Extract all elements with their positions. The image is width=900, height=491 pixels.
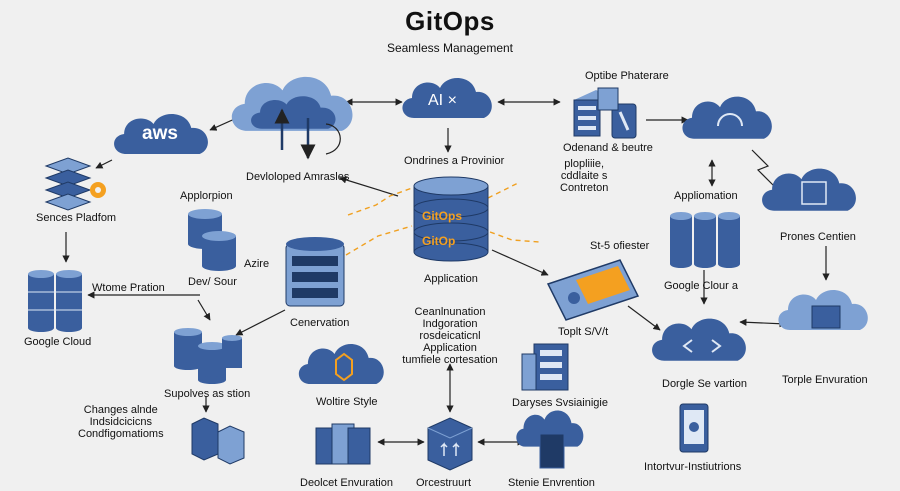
arrow-gitops-toplt <box>491 249 549 276</box>
developed-label: Devloloped Amrasles <box>246 171 350 183</box>
pipeline-label: plopliiie, cddlaite s Contreton <box>560 158 609 194</box>
arrow-aws-services <box>95 159 113 169</box>
gitops-database-icon <box>413 176 489 262</box>
wolitre-label: Woltire Style <box>316 396 378 408</box>
interturr-label: Intortvur-Instiutrions <box>644 461 742 473</box>
deolcet-docs-icon <box>315 423 371 465</box>
page-title: GitOps <box>405 6 495 36</box>
sync-arrows-icon <box>274 108 341 160</box>
aws-label: aws <box>142 123 178 144</box>
ondemand-label: Odenand & beutre <box>563 142 653 154</box>
optibe-server-icon <box>573 87 637 139</box>
ondrines-label: Ondrines a Provinior <box>404 155 505 167</box>
supolves-label: Supolves as stion <box>164 388 251 400</box>
dashed-left-bottom <box>345 225 413 256</box>
services-stack-icon <box>44 157 92 211</box>
torple-box-icon <box>811 305 841 329</box>
refresh-icon <box>717 113 743 127</box>
supolves-db-icon <box>174 328 242 384</box>
application-right-label: Appliomation <box>674 190 738 202</box>
arrow-toplt-dorgle <box>627 305 661 331</box>
torple-label: Torple Envuration <box>782 374 868 386</box>
daryses-label: Daryses Svsiainigie <box>512 397 608 409</box>
developed-cloud-icon <box>231 76 353 131</box>
dashed-connectors <box>345 181 541 256</box>
arrow-dev-gitops <box>339 176 399 197</box>
hexagon-icon <box>335 352 353 382</box>
dorgle-label: Dorgle Se vartion <box>662 378 747 390</box>
daryses-server-icon <box>521 343 569 391</box>
applorpion-db-icon <box>188 209 236 271</box>
dashed-right-top <box>487 181 521 199</box>
application-center-label: Application <box>424 273 478 285</box>
dashed-right-bottom <box>489 231 541 243</box>
optibe-label: Optibe Phaterare <box>585 70 669 82</box>
dashed-left-top <box>347 187 413 216</box>
services-label: Sences Pladfom <box>36 212 117 224</box>
gear-icon <box>90 182 106 198</box>
cube-icon <box>801 181 827 205</box>
google-cloud-right-db-icon <box>670 212 740 268</box>
ai-label: AI × <box>428 92 457 109</box>
orchestration-box-icon <box>427 417 473 471</box>
devsour-label: Dev/ Sour <box>188 276 237 288</box>
page-subtitle: Seamless Management <box>386 41 514 55</box>
prones-label: Prones Centien <box>780 231 856 243</box>
arrow-dorgle-torple <box>739 318 787 328</box>
google-cloud-left-label: Google Cloud <box>24 336 92 348</box>
google-cloud-right-label: Google Clour a <box>664 280 738 292</box>
cenervation-server-icon <box>285 237 345 307</box>
centre-block-label: Ceanlnunation Indgoration rosdeicaticnl … <box>402 306 498 366</box>
cenervation-label: Cenervation <box>290 317 350 329</box>
phone-icon <box>679 403 709 453</box>
gitops-db-label-2: GitOp <box>422 234 456 248</box>
deolcet-label: Deolcet Envuration <box>300 477 393 489</box>
toplt-label: Toplt S/V/t <box>558 326 609 338</box>
ststofiester-label: St-5 ofiester <box>590 240 650 252</box>
toplt-device-icon <box>546 259 640 321</box>
orcestrut-label: Orcestruurt <box>416 477 472 489</box>
stenie-server-icon <box>539 433 565 469</box>
code-icon <box>682 339 722 353</box>
arrow-devsour-down <box>197 299 211 321</box>
google-cloud-db-icon <box>28 270 82 332</box>
dorgle-cloud-icon <box>652 318 746 361</box>
azire-label: Azire <box>244 258 270 270</box>
connectors <box>62 98 830 446</box>
arrow-cener-supolves <box>235 309 286 336</box>
gitops-db-label-1: GitOps <box>422 209 463 223</box>
applorpion-label: Applorpion <box>180 190 233 202</box>
top-right-cloud-icon <box>682 96 772 139</box>
zigzag-connector <box>751 149 777 189</box>
changes-cubes-icon <box>191 417 245 465</box>
stenie-label: Stenie Envrention <box>508 477 595 489</box>
wtome-label: Wtome Pration <box>92 282 165 294</box>
changes-label: Changes alnde Indsidcicicns Condfigomati… <box>78 404 164 440</box>
